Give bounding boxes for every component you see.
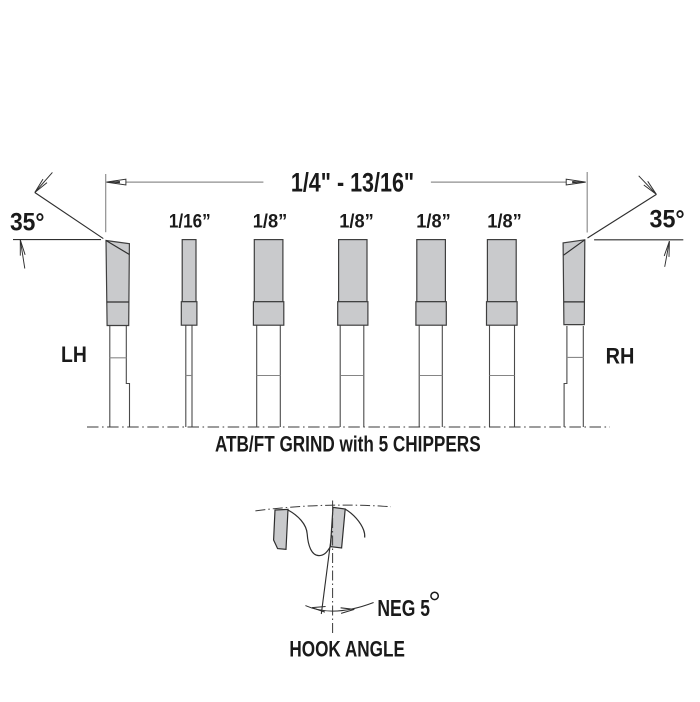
svg-text:1/8”: 1/8” [339, 211, 374, 233]
svg-text:ATB/FT GRIND with 5 CHIPPERS: ATB/FT GRIND with 5 CHIPPERS [215, 431, 481, 456]
svg-text:1/8”: 1/8” [253, 211, 288, 233]
svg-text:1/8”: 1/8” [487, 211, 522, 233]
svg-text:1/8”: 1/8” [416, 211, 451, 233]
svg-text:1/16”: 1/16” [169, 211, 211, 233]
svg-text:35°: 35° [650, 206, 685, 234]
svg-text:RH: RH [606, 344, 635, 369]
svg-text:35°: 35° [10, 209, 45, 237]
svg-text:LH: LH [61, 342, 87, 367]
svg-text:HOOK ANGLE: HOOK ANGLE [289, 636, 405, 661]
svg-text:1/4" - 13/16": 1/4" - 13/16" [291, 167, 414, 197]
svg-text:NEG 5: NEG 5 [377, 595, 430, 621]
